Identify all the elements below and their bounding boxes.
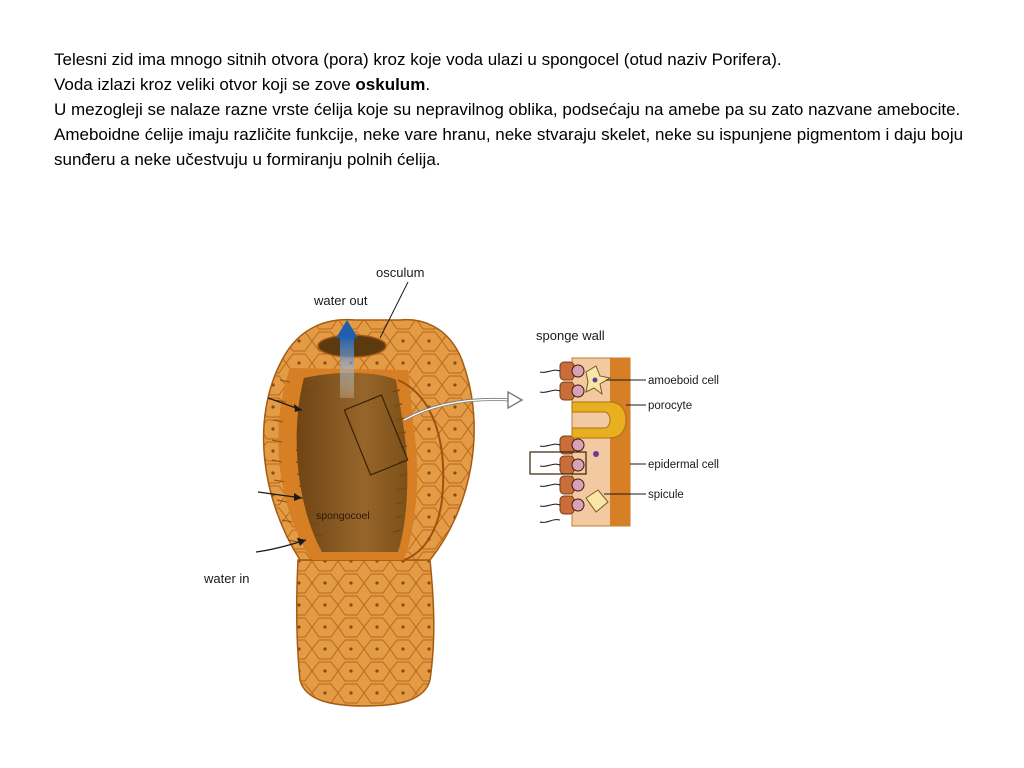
paragraph-4: Ameboidne ćelije imaju različite funkcij…: [54, 125, 964, 169]
label-osculum: osculum: [376, 265, 424, 280]
label-sponge-wall: sponge wall: [536, 328, 605, 343]
porocyte-shape: [571, 401, 627, 439]
wall-detail-box: [343, 394, 409, 476]
label-epidermal-cell: epidermal cell: [648, 459, 719, 471]
label-amoeboid-cell: amoeboid cell: [648, 375, 719, 387]
label-spicule: spicule: [648, 489, 684, 501]
label-water-out: water out: [313, 293, 368, 308]
label-spongocoel: spongocoel: [316, 510, 370, 522]
label-water-in: water in: [203, 571, 250, 586]
spongocoel-cavity: [296, 372, 408, 552]
epidermal-highlight-box: [529, 451, 587, 475]
paragraph-2: Voda izlazi kroz veliki otvor koji se zo…: [54, 72, 974, 97]
paragraph-1: Telesni zid ima mnogo sitnih otvora (por…: [54, 50, 782, 69]
paragraph-3: U mezogleji se nalaze razne vrste ćelija…: [54, 100, 961, 119]
osculum-leader: [379, 281, 409, 339]
spicule-shape: [585, 489, 609, 513]
intro-text: Telesni zid ima mnogo sitnih otvora (por…: [54, 47, 974, 172]
water-out-arrow-head: [336, 320, 358, 338]
amoeboid-cell-shape: [585, 365, 612, 396]
water-out-arrow-shaft: [340, 336, 354, 398]
sponge-wall-detail: sponge wall: [529, 328, 719, 527]
label-porocyte: porocyte: [648, 400, 692, 412]
osculum-term: oskulum: [355, 75, 426, 94]
paragraph-2-period: .: [425, 75, 431, 94]
water-flow: [255, 320, 524, 553]
paragraph-2-text: Voda izlazi kroz veliki otvor koji se zo…: [54, 75, 356, 94]
